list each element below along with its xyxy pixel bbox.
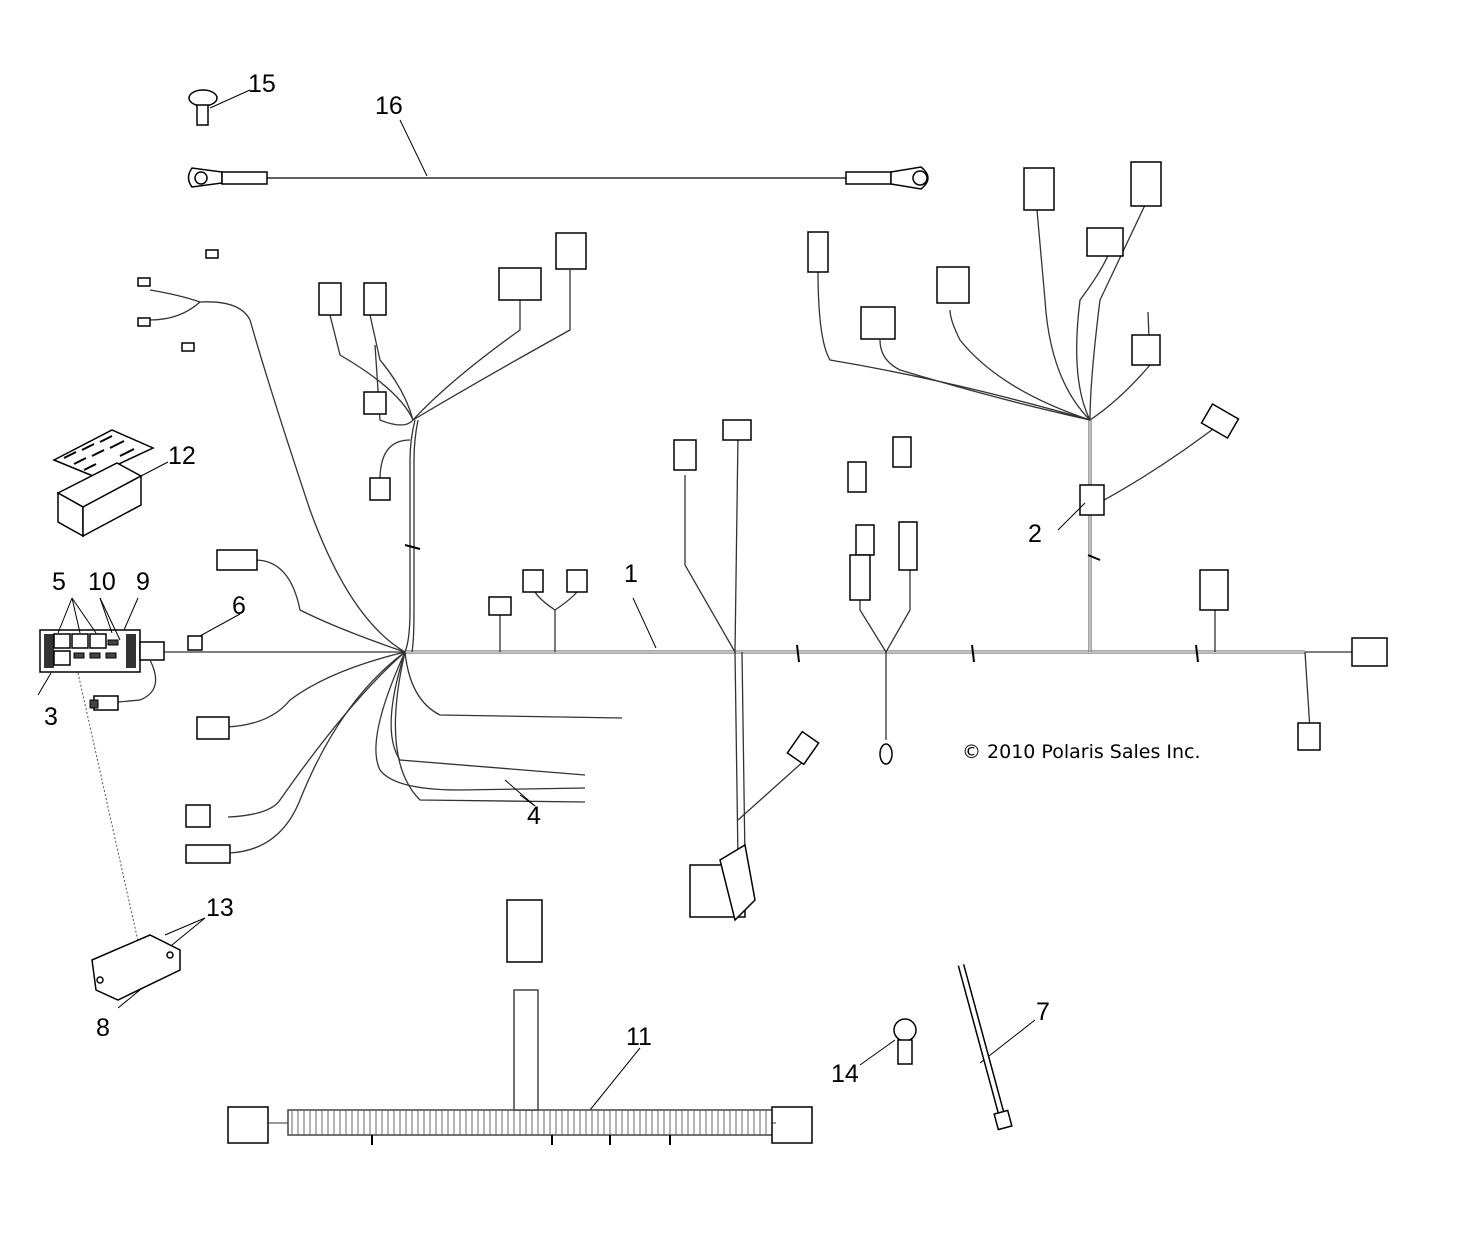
callout-labels: 15 16 12 5 10 9 6 3 1 2 4 13 8 11 7 14 ©… xyxy=(44,70,1201,1088)
callout-16: 16 xyxy=(375,92,403,120)
callout-12: 12 xyxy=(168,442,196,470)
callout-9: 9 xyxy=(136,568,150,596)
callout-13: 13 xyxy=(206,894,234,922)
bolt-part-15[interactable] xyxy=(188,89,251,126)
callout-14: 14 xyxy=(831,1060,859,1088)
bracket-part-8[interactable] xyxy=(91,934,181,1001)
callout-5: 5 xyxy=(52,568,66,596)
callout-4: 4 xyxy=(527,802,541,830)
copyright-text: © 2010 Polaris Sales Inc. xyxy=(962,741,1201,763)
wire-ties xyxy=(404,544,1199,663)
callout-10: 10 xyxy=(88,568,116,596)
callout-2: 2 xyxy=(1028,520,1042,548)
main-harness-part-1[interactable] xyxy=(149,204,1352,861)
callout-8: 8 xyxy=(96,1014,110,1042)
push-clip-part-14[interactable] xyxy=(893,1018,917,1065)
ground-cable-part-16[interactable] xyxy=(187,119,929,190)
callout-15: 15 xyxy=(248,70,276,98)
sub-harness-part-11[interactable] xyxy=(227,899,813,1145)
fuse-box-part-3[interactable] xyxy=(39,629,165,711)
harness-clip-part-6[interactable] xyxy=(164,613,410,653)
cable-tie-part-7[interactable] xyxy=(957,964,1013,1131)
callout-11: 11 xyxy=(626,1023,652,1051)
callout-3: 3 xyxy=(44,703,58,731)
battery-part-12[interactable] xyxy=(52,429,169,538)
callout-1: 1 xyxy=(624,560,638,588)
callout-7: 7 xyxy=(1036,998,1050,1026)
connectors xyxy=(137,161,1388,922)
callout-6: 6 xyxy=(232,592,246,620)
